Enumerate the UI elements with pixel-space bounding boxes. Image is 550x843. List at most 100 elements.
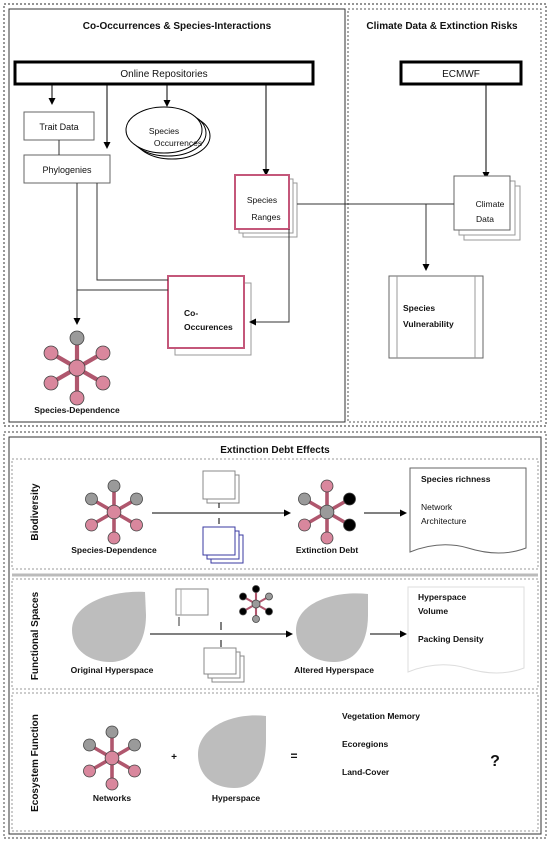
fs-outcome-1: Hyperspace bbox=[418, 592, 466, 602]
fs-outcome-3: Packing Density bbox=[418, 634, 484, 644]
phylogenies-box bbox=[23, 154, 111, 184]
bio-vuln-doc bbox=[202, 526, 236, 556]
co-occurrences-label-2: Occurences bbox=[184, 322, 233, 332]
ecmwf-label: ECMWF bbox=[442, 69, 480, 80]
network-node bbox=[85, 492, 98, 506]
network-center-node bbox=[251, 599, 261, 609]
network-node bbox=[265, 592, 273, 601]
altered-hyperspace-caption: Altered Hyperspace bbox=[294, 665, 374, 675]
network-node bbox=[69, 390, 85, 406]
top-outer-frame bbox=[3, 3, 547, 427]
bio-left-caption: Species-Dependence bbox=[71, 545, 157, 555]
network-center-node bbox=[104, 750, 120, 766]
bio-outcome-2: Network bbox=[421, 502, 453, 512]
original-hyperspace-caption: Original Hyperspace bbox=[71, 665, 154, 675]
eco-outcome-3: Land-Cover bbox=[342, 767, 390, 777]
network-node bbox=[320, 479, 334, 493]
extinction-network-mini bbox=[239, 585, 273, 623]
network-node bbox=[298, 518, 311, 532]
equals-sign: = bbox=[290, 749, 297, 763]
bio-outcome-3: Architecture bbox=[421, 516, 467, 526]
network-node bbox=[239, 592, 247, 601]
species-occurrences-label-1: Species bbox=[149, 126, 179, 136]
hyperspace-blob bbox=[198, 715, 266, 788]
network-node bbox=[128, 738, 141, 752]
plus-sign: + bbox=[171, 752, 177, 763]
bio-outcome-1: Species richness bbox=[421, 474, 491, 484]
network-node bbox=[105, 725, 119, 739]
network-node bbox=[130, 518, 143, 532]
network-node bbox=[95, 345, 111, 361]
climate-data-box bbox=[453, 175, 511, 231]
ecosystem-function-row bbox=[11, 692, 539, 832]
climate-data-label-1: Climate bbox=[476, 199, 505, 209]
co-occurrences-label-1: Co- bbox=[184, 308, 198, 318]
network-node bbox=[69, 330, 85, 346]
ranges-to-cooccurrence-arrow bbox=[249, 229, 290, 326]
bottom-outer-frame bbox=[3, 431, 547, 839]
network-node bbox=[83, 764, 96, 778]
fs-doc-bottom bbox=[203, 647, 237, 675]
network-node bbox=[107, 479, 121, 493]
original-hyperspace-blob bbox=[72, 591, 146, 662]
biodiversity-side-label: Biodiversity bbox=[30, 483, 41, 541]
bio-outcome-document bbox=[409, 467, 527, 554]
species-dependence-network-small bbox=[85, 479, 143, 545]
phylogenies-label: Phylogenies bbox=[42, 165, 92, 175]
trait-data-label: Trait Data bbox=[39, 122, 78, 132]
species-vulnerability-box bbox=[388, 275, 484, 359]
species-dependence-network bbox=[43, 330, 111, 406]
phylo-to-cooccurrence-line bbox=[96, 183, 168, 281]
co-occurrence-title: Co-Occurrences & Species-Interactions bbox=[83, 21, 272, 32]
network-node bbox=[43, 345, 59, 361]
network-node bbox=[252, 585, 260, 593]
network-node bbox=[265, 607, 273, 616]
species-ranges-label-1: Species bbox=[247, 195, 277, 205]
ecosystem-function-side-label: Ecosystem Function bbox=[30, 714, 41, 812]
species-ranges-box bbox=[234, 174, 290, 230]
climate-panel bbox=[347, 8, 542, 423]
ecmwf-box bbox=[399, 60, 523, 86]
extinction-debt-title: Extinction Debt Effects bbox=[220, 445, 330, 456]
network-node bbox=[85, 518, 98, 532]
climate-title: Climate Data & Extinction Risks bbox=[366, 21, 518, 32]
occurrence-ellipse-front bbox=[125, 106, 203, 154]
bio-right-caption: Extinction Debt bbox=[296, 545, 359, 555]
fs-outcome-2: Volume bbox=[418, 606, 448, 616]
biodiversity-row bbox=[11, 458, 539, 570]
bio-climate-doc bbox=[202, 470, 236, 500]
network-node bbox=[320, 531, 334, 545]
network-node bbox=[343, 518, 356, 532]
network-node bbox=[83, 738, 96, 752]
extinction-debt-network bbox=[298, 479, 356, 545]
network-node bbox=[105, 777, 119, 791]
question-mark: ? bbox=[490, 753, 500, 770]
species-vulnerability-label-2: Vulnerability bbox=[403, 319, 454, 329]
networks-icon bbox=[83, 725, 141, 791]
online-repositories-box bbox=[13, 60, 315, 86]
functional-spaces-row bbox=[11, 578, 539, 690]
networks-caption: Networks bbox=[93, 793, 132, 803]
network-node bbox=[128, 764, 141, 778]
extinction-debt-panel bbox=[8, 436, 542, 835]
co-occurrence-panel bbox=[8, 8, 346, 423]
altered-hyperspace-blob bbox=[296, 593, 368, 662]
species-ranges-label-2: Ranges bbox=[251, 212, 280, 222]
network-node bbox=[107, 531, 121, 545]
online-repositories-label: Online Repositories bbox=[120, 69, 207, 80]
network-center-node bbox=[68, 359, 86, 377]
network-node bbox=[252, 615, 260, 623]
species-dependence-label: Species-Dependence bbox=[34, 405, 120, 415]
network-node bbox=[95, 375, 111, 391]
network-node bbox=[298, 492, 311, 506]
hyperspace-caption: Hyperspace bbox=[212, 793, 260, 803]
functional-spaces-side-label: Functional Spaces bbox=[30, 591, 41, 680]
network-center-node bbox=[319, 504, 335, 520]
fs-outcome-document bbox=[407, 586, 525, 674]
network-node bbox=[43, 375, 59, 391]
species-vulnerability-label-1: Species bbox=[403, 303, 435, 313]
eco-outcome-2: Ecoregions bbox=[342, 739, 389, 749]
network-center-node bbox=[106, 504, 122, 520]
climate-data-label-2: Data bbox=[476, 214, 494, 224]
